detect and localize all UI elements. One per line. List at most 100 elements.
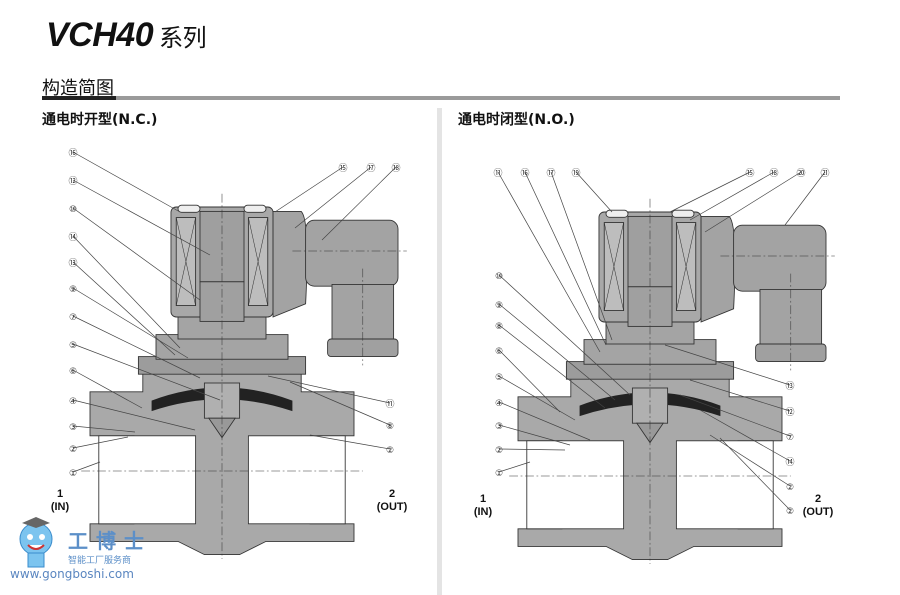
section-title: 构造简图: [42, 78, 114, 99]
nc-callout-top-2: ⑱: [391, 163, 400, 174]
nc-callout-left-11-leader: [72, 436, 129, 449]
no-callout-right-5: ②: [786, 507, 794, 517]
no-callout-topleft-1-leader: [524, 171, 607, 346]
no-callout-left-0-leader: [498, 274, 631, 396]
no-callout-right-4: ②: [786, 483, 794, 493]
nc-callout-left-9-leader: [72, 399, 196, 431]
nc-valve-drawing: [80, 193, 408, 560]
no-callout-left-6-leader: [498, 424, 571, 446]
no-callout-topleft-2: ⑰: [546, 168, 555, 179]
watermark-url: www.gongboshi.com: [10, 567, 134, 581]
nc-callout-left-10: ③: [69, 423, 77, 433]
nc-callout-top-2-leader: [321, 166, 397, 241]
no-callout-right-1-leader: [689, 379, 791, 412]
nc-callout-left-1-leader: [72, 179, 211, 256]
nc-callout-left-5-leader: [72, 287, 189, 359]
no-callout-left-1-leader: [498, 303, 616, 401]
nc-callout-left-10-leader: [72, 425, 136, 433]
nc-callout-right-1-leader: [289, 381, 391, 426]
nc-callout-left-4: ⑬: [68, 258, 77, 269]
watermark-logo: 工博士 智能工厂服务商 www.gongboshi.com: [8, 515, 158, 590]
nc-callout-left-9: ④: [69, 397, 77, 407]
no-callout-left-7: ②: [495, 446, 503, 456]
nc-callout-right-1: ⑧: [386, 422, 394, 432]
no-callout-right-0-leader: [664, 344, 791, 386]
nc-callout-left-7-leader: [72, 343, 221, 401]
mascot-icon: [19, 517, 53, 568]
no-callout-left-6: ③: [495, 422, 503, 432]
no-callout-left-2: ⑧: [495, 322, 503, 332]
nc-callout-left-3: ⑭: [68, 232, 77, 243]
no-callout-left-5: ④: [495, 399, 503, 409]
no-callout-left-8-leader: [498, 461, 531, 473]
no-port-in-number: 1: [480, 493, 486, 505]
no-callout-top-2-leader: [704, 171, 802, 233]
no-callout-right-3: ⑭: [785, 457, 794, 468]
nc-callout-right-2-leader: [309, 434, 391, 450]
no-callout-topleft-0: ⑪: [493, 168, 502, 179]
nc-callout-left-0: ⑯: [68, 148, 77, 159]
section-rule-accent: [42, 96, 116, 100]
nc-callout-left-8-leader: [72, 369, 143, 409]
no-port-in-label: (IN): [474, 506, 493, 518]
no-port-out-label: (OUT): [803, 506, 834, 518]
no-callout-right-5-leader: [719, 437, 791, 511]
nc-port-out-label: (OUT): [377, 501, 408, 513]
nc-callout-left-6: ⑦: [69, 313, 77, 323]
series-name: VCH40: [46, 16, 154, 54]
nc-callout-left-6-leader: [72, 315, 201, 379]
no-callout-right-2: ⑦: [786, 433, 794, 443]
no-port-out-number: 2: [815, 493, 821, 505]
no-callout-right-4-leader: [709, 434, 791, 487]
nc-title: 通电时开型(N.C.): [42, 112, 158, 128]
panel-divider: [437, 108, 442, 595]
nc-callout-top-1-leader: [294, 166, 372, 229]
nc-callout-left-12: ①: [69, 469, 77, 479]
no-callout-right-1: ⑫: [785, 407, 794, 418]
nc-callout-left-0-leader: [72, 151, 181, 213]
no-callout-topleft-1: ⑯: [520, 168, 529, 179]
no-callout-top-1: ⑱: [769, 168, 778, 179]
nc-callout-left-2-leader: [72, 207, 201, 301]
nc-callout-left-11: ②: [69, 445, 77, 455]
no-callout-right-2-leader: [679, 394, 791, 437]
nc-callout-left-12-leader: [72, 461, 101, 473]
no-callout-left-4-leader: [498, 375, 576, 421]
nc-callout-right-0-leader: [267, 375, 391, 404]
no-callout-top-2: ⑳: [796, 168, 805, 179]
no-callout-top-0: ⑮: [745, 168, 754, 179]
no-callout-top-0-leader: [669, 171, 751, 213]
no-callout-left-3: ⑥: [495, 347, 503, 357]
nc-callout-left-5: ⑨: [69, 285, 77, 295]
nc-port-in-label: (IN): [51, 501, 70, 513]
nc-callout-left-7: ⑤: [69, 341, 77, 351]
no-callout-left-5-leader: [498, 401, 591, 441]
nc-callout-left-1: ⑫: [68, 176, 77, 187]
no-callout-left-2-leader: [498, 324, 606, 409]
nc-callout-top-1: ⑰: [366, 163, 375, 174]
no-callout-top-3-leader: [784, 171, 826, 226]
no-callout-left-3-leader: [498, 349, 561, 413]
no-title: 通电时闭型(N.O.): [458, 112, 575, 128]
nc-callout-top-0: ⑮: [338, 163, 347, 174]
no-callout-right-3-leader: [699, 409, 791, 462]
no-callout-left-7-leader: [498, 448, 566, 451]
watermark-brand: 工博士: [68, 529, 152, 553]
watermark-tagline: 智能工厂服务商: [68, 556, 132, 566]
no-callout-topleft-3-leader: [575, 171, 613, 213]
no-callout-left-8: ①: [495, 469, 503, 479]
nc-callout-top-0-leader: [274, 166, 344, 213]
no-callout-left-0: ⑩: [495, 272, 503, 282]
no-callout-left-1: ⑨: [495, 301, 503, 311]
no-callout-left-4: ⑤: [495, 373, 503, 383]
nc-port-in-number: 1: [57, 488, 63, 500]
nc-callout-left-3-leader: [72, 235, 181, 349]
no-callout-topleft-0-leader: [497, 171, 601, 353]
no-callout-right-0: ⑬: [785, 381, 794, 392]
no-callout-topleft-2-leader: [550, 171, 613, 341]
no-callout-top-1-leader: [689, 171, 775, 221]
